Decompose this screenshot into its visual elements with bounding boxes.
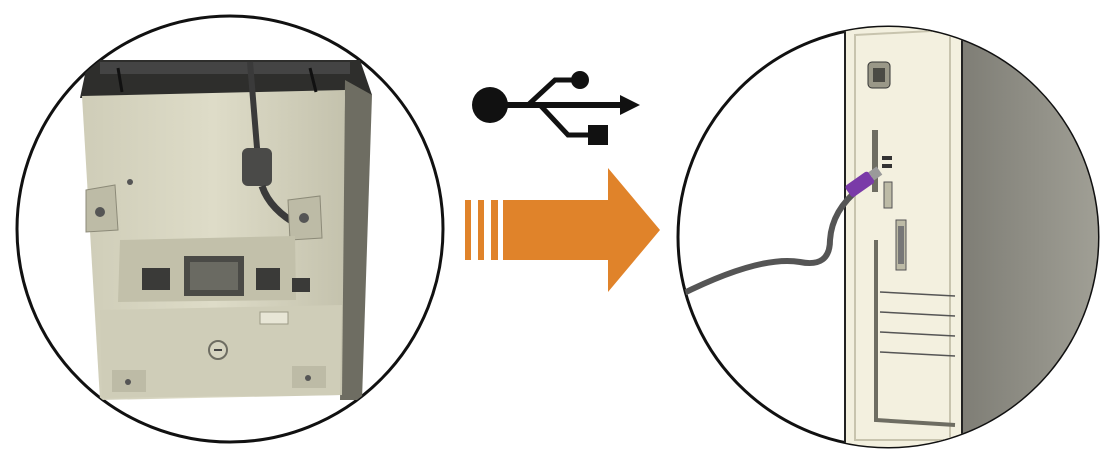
computer-panel: [678, 15, 1101, 449]
usb-icon: [472, 71, 640, 145]
printer-rear-icon: [80, 60, 372, 400]
arrow-right-icon: [465, 168, 660, 292]
printer-panel: [17, 16, 443, 442]
